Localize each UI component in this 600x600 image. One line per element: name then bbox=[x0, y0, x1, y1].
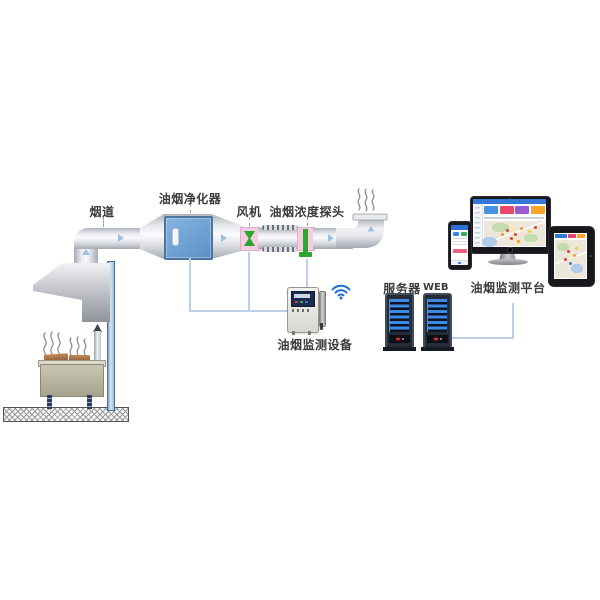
fan-icon bbox=[244, 231, 255, 246]
tablet bbox=[548, 226, 595, 287]
server-base bbox=[421, 347, 454, 351]
device-buttons bbox=[292, 309, 312, 312]
duct-horizontal-left bbox=[74, 228, 144, 249]
server-base bbox=[383, 347, 416, 351]
signal-line-purifier bbox=[189, 258, 191, 312]
stat-card-blue bbox=[484, 206, 498, 214]
monitor-logo bbox=[507, 247, 513, 253]
stove-leg bbox=[87, 395, 92, 409]
flex-duct-ribs bbox=[262, 247, 298, 252]
purifier-handle bbox=[172, 228, 179, 246]
stove-pipe-tip bbox=[93, 324, 102, 332]
label-probe: 油烟浓度探头 bbox=[269, 205, 345, 219]
leader-flue bbox=[103, 217, 104, 227]
stat-card-purple bbox=[515, 206, 529, 214]
device-display bbox=[291, 291, 315, 307]
device-antenna-tip bbox=[320, 323, 323, 330]
stove-leg bbox=[47, 395, 52, 409]
leader-probe bbox=[307, 217, 308, 226]
label-flue: 烟道 bbox=[89, 205, 115, 219]
flex-duct-ribs bbox=[262, 225, 298, 230]
probe-base bbox=[299, 252, 312, 257]
leader-purifier bbox=[190, 204, 191, 213]
stove-pipe bbox=[94, 331, 101, 363]
flex-duct bbox=[262, 229, 298, 248]
wifi-icon bbox=[331, 284, 351, 300]
smartphone bbox=[448, 221, 472, 270]
device-foot bbox=[292, 331, 295, 335]
label-fan: 风机 bbox=[236, 205, 262, 219]
camera-icon bbox=[590, 255, 592, 257]
monitor-stand-base bbox=[488, 259, 528, 265]
map-view bbox=[481, 221, 545, 247]
stove-body bbox=[40, 364, 104, 397]
probe-icon bbox=[303, 229, 308, 254]
device-antenna bbox=[319, 291, 326, 327]
flow-arrow-icon bbox=[118, 234, 124, 242]
duct-outlet-elbow bbox=[336, 213, 388, 248]
stat-card-red bbox=[499, 206, 514, 214]
leader-fan bbox=[249, 217, 250, 226]
monitor-screen bbox=[473, 199, 546, 247]
label-device: 油烟监测设备 bbox=[277, 338, 353, 352]
flow-arrow-icon bbox=[221, 234, 227, 242]
monitor-stand-neck bbox=[499, 252, 516, 261]
exhaust-hood bbox=[33, 263, 110, 322]
label-platform: 油烟监测平台 bbox=[470, 281, 546, 295]
server-platform-line-h bbox=[452, 337, 514, 339]
smoke-icon bbox=[357, 188, 375, 212]
map-view bbox=[555, 240, 586, 278]
signal-line-fan bbox=[248, 252, 250, 312]
server-tower-2 bbox=[423, 293, 452, 349]
food-tray bbox=[69, 355, 90, 361]
stat-card-orange bbox=[530, 206, 545, 214]
signal-line-horizontal bbox=[189, 310, 288, 312]
ground-hatch bbox=[3, 407, 129, 422]
flow-arrow-icon bbox=[328, 234, 334, 242]
signal-line-probe bbox=[306, 259, 308, 288]
server-platform-line-v bbox=[512, 303, 514, 339]
label-server: 服务器 bbox=[383, 282, 421, 296]
server-tower-1 bbox=[385, 293, 414, 349]
label-web: WEB bbox=[423, 282, 449, 293]
device-foot bbox=[308, 331, 311, 335]
support-pole bbox=[107, 261, 115, 411]
label-purifier: 油烟净化器 bbox=[158, 192, 222, 206]
flow-arrow-icon bbox=[82, 249, 90, 255]
